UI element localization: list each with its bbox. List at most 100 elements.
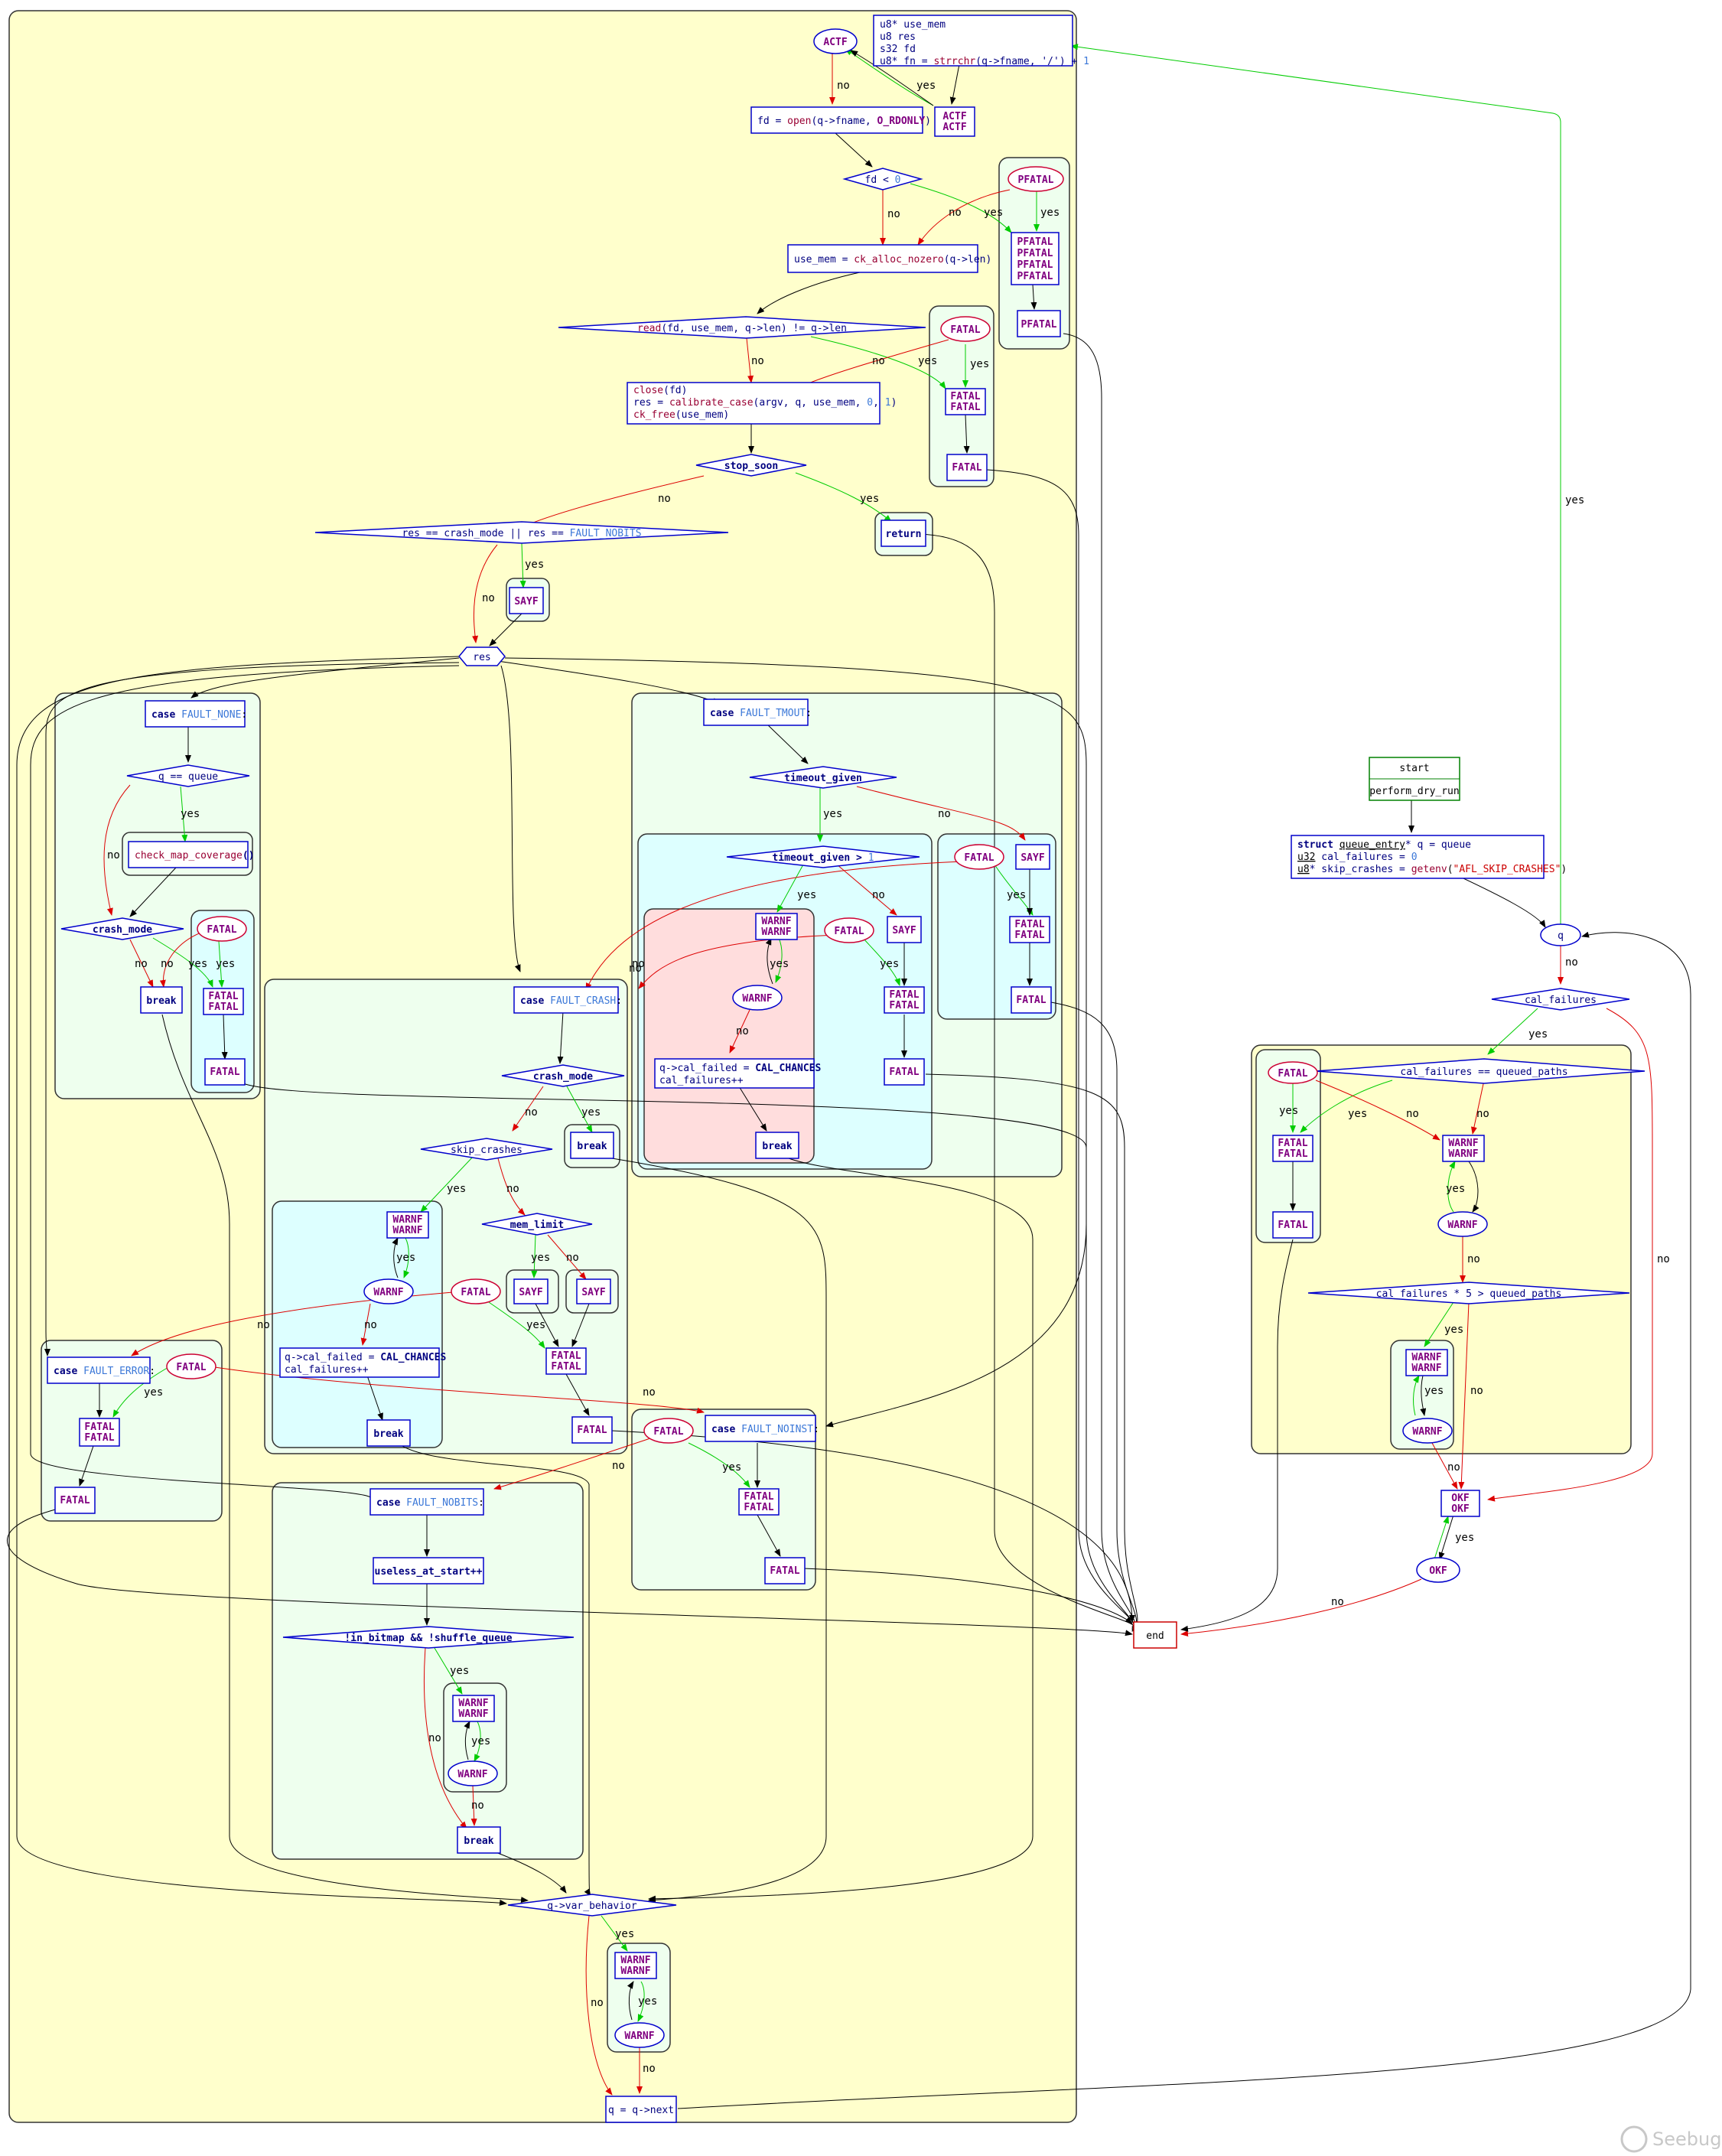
edge-label: no — [612, 1460, 625, 1472]
svg-text:FATAL: FATAL — [84, 1422, 114, 1433]
function-name: perform_dry_run — [1369, 786, 1459, 797]
svg-text:FATAL: FATAL — [964, 852, 994, 864]
edge — [531, 1234, 538, 1278]
return-node: return — [881, 519, 926, 547]
cal-eq-decision: cal_failures == queued_paths — [1315, 1058, 1646, 1084]
pfatal-ellipse: PFATAL — [1007, 166, 1064, 192]
edge-label: yes — [1446, 1183, 1465, 1195]
edge-label: no — [482, 592, 495, 604]
edge-label: yes — [722, 1461, 741, 1474]
edge — [7, 1508, 1133, 1637]
edge-label: yes — [1565, 494, 1584, 506]
svg-text:PFATAL: PFATAL — [1017, 248, 1053, 259]
case-noinst-cluster — [631, 1409, 816, 1591]
edge — [1458, 1301, 1470, 1490]
edge-label: yes — [447, 1183, 466, 1195]
edge — [565, 1084, 593, 1133]
fatal-box: FATAL FATAL — [79, 1418, 120, 1447]
edge-label: yes — [581, 1106, 601, 1119]
fatal-ellipse: FATAL — [451, 1278, 501, 1304]
break-node: break — [755, 1132, 799, 1159]
svg-text:fd = open(q->fname, O_RDONLY): fd = open(q->fname, O_RDONLY) — [757, 116, 931, 127]
edge-label: yes — [396, 1252, 415, 1264]
edge — [1030, 284, 1037, 310]
svg-text:q == queue: q == queue — [158, 771, 218, 783]
warnf-ellipse: WARNF — [363, 1278, 414, 1304]
edge — [79, 1445, 94, 1487]
svg-text:OKF: OKF — [1451, 1503, 1470, 1515]
svg-text:u8* skip_crashes = getenv("AFL: u8* skip_crashes = getenv("AFL_SKIP_CRAS… — [1297, 864, 1567, 875]
edge — [925, 1073, 1140, 1630]
edge — [1487, 1008, 1538, 1055]
break-node: break — [366, 1419, 411, 1447]
start-label: start — [1399, 763, 1429, 774]
read-decision: read(fd, use_mem, q->len) != q->len — [558, 316, 926, 339]
pfatal-box: PFATAL PFATAL PFATAL PFATAL — [1011, 232, 1060, 285]
edge-label: no — [643, 1386, 656, 1399]
edge — [470, 1785, 477, 1826]
edge-label: yes — [1528, 1028, 1548, 1041]
svg-text:read(fd, use_mem, q->len) != q: read(fd, use_mem, q->len) != q->len — [637, 323, 847, 334]
fatal-box: FATAL FATAL — [1009, 916, 1050, 943]
edge — [1447, 1161, 1456, 1213]
edge-label: yes — [1444, 1324, 1463, 1336]
edge — [1453, 873, 1546, 928]
sayf-box: SAYF — [576, 1278, 611, 1304]
svg-text:crash_mode: crash_mode — [93, 924, 152, 936]
edge-label: yes — [615, 1928, 634, 1940]
edge — [1315, 1080, 1440, 1141]
pfatal-box: PFATAL — [1017, 310, 1061, 337]
svg-text:case FAULT_TMOUT:: case FAULT_TMOUT: — [710, 708, 812, 719]
warnf-ellipse: WARNF — [1437, 1211, 1488, 1237]
edge — [190, 657, 460, 699]
end-node: end — [1133, 1621, 1177, 1649]
edge — [1424, 1301, 1454, 1347]
edge-label: no — [837, 80, 850, 92]
edge-label: no — [1565, 956, 1578, 969]
svg-text:FATAL: FATAL — [744, 1502, 773, 1513]
warnf-box: WARNF WARNF — [386, 1211, 429, 1239]
edge — [810, 336, 946, 389]
edge — [565, 1373, 590, 1416]
edge-label: yes — [770, 958, 789, 970]
q-next-node: q = q->next — [605, 2096, 677, 2123]
edge — [611, 1158, 827, 1904]
warnf-box: WARNF WARNF — [452, 1695, 495, 1722]
svg-text:return: return — [886, 529, 922, 540]
break-node: break — [140, 986, 183, 1014]
svg-text:WARNF: WARNF — [620, 1965, 650, 1977]
edge-label: no — [525, 1106, 538, 1119]
edge-label: yes — [525, 559, 544, 571]
fatal-box: FATAL FATAL — [203, 988, 244, 1015]
edge — [16, 656, 507, 1906]
edge — [504, 657, 1087, 1428]
edge-label: no — [751, 355, 764, 367]
svg-text:crash_mode: crash_mode — [533, 1071, 593, 1083]
svg-text:stop_soon: stop_soon — [724, 461, 778, 472]
edge-label: no — [1331, 1596, 1344, 1608]
svg-text:WARNF: WARNF — [458, 1698, 488, 1709]
edge — [129, 939, 154, 988]
res-cond-decision: res == crash_mode || res == FAULT_NOBITS — [314, 521, 729, 544]
edge-label: yes — [638, 1995, 657, 2008]
warnf-ellipse: WARNF — [1402, 1418, 1453, 1444]
svg-text:FATAL: FATAL — [834, 926, 864, 937]
svg-text:SAYF: SAYF — [1021, 852, 1044, 864]
svg-text:SAYF: SAYF — [514, 596, 538, 607]
fatal-ellipse: FATAL — [197, 916, 247, 942]
fatal-ellipse: FATAL — [166, 1353, 216, 1379]
fatal-ellipse: FATAL — [940, 316, 991, 342]
case-nobits-cluster — [272, 1482, 584, 1860]
fd-check-decision: fd < 0 — [842, 168, 923, 191]
case-fault-tmout-node: case FAULT_TMOUT: — [703, 699, 812, 726]
svg-text:cal_failures == queued_paths: cal_failures == queued_paths — [1400, 1067, 1567, 1078]
edge — [489, 611, 524, 646]
fatal-ellipse: FATAL — [954, 844, 1004, 870]
edge — [802, 1568, 1133, 1624]
warnf-ellipse: WARNF — [732, 985, 783, 1011]
useless-node: useless_at_start++ — [373, 1557, 484, 1584]
edge-label: no — [364, 1319, 377, 1331]
svg-text:timeout_given > 1: timeout_given > 1 — [772, 852, 874, 864]
check-map-node: check_map_coverage() — [128, 841, 255, 868]
edge — [795, 472, 892, 523]
